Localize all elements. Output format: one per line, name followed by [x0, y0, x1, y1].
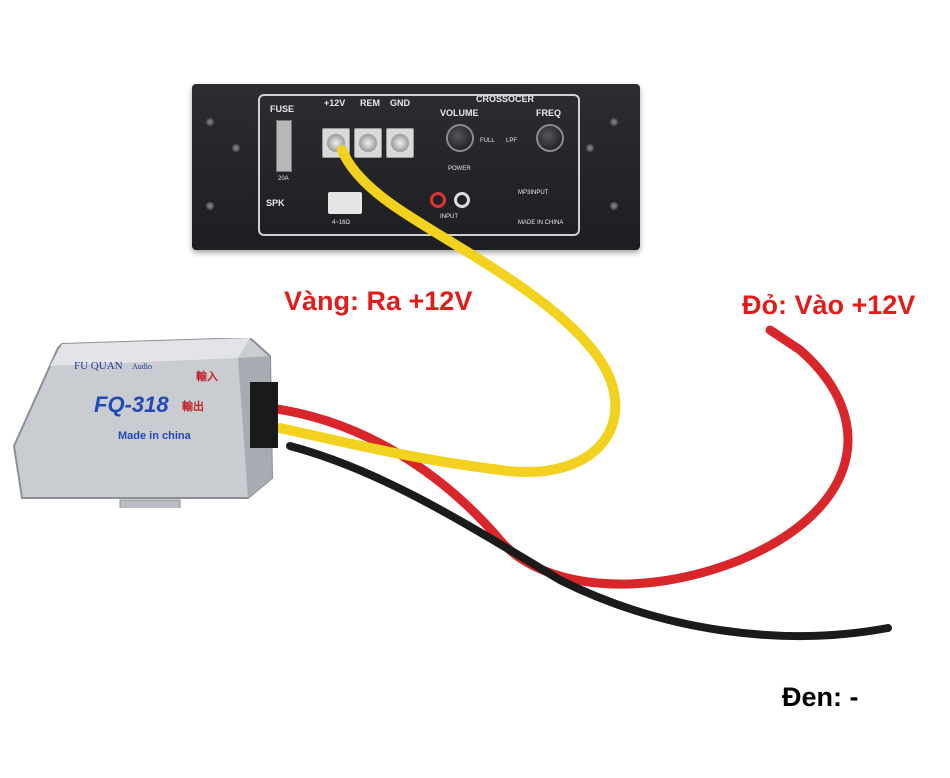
volume-knob [446, 124, 474, 152]
red-wire [265, 325, 853, 589]
input-cn-label: 輸入 [196, 370, 218, 383]
made-in-china-label: MADE IN CHINA [518, 220, 564, 226]
full-label: FULL [480, 138, 495, 144]
fuse-holder [276, 120, 292, 172]
fuse-label: FUSE [270, 104, 295, 114]
terminal-gnd-label: GND [390, 98, 410, 108]
rca-red-jack [430, 192, 446, 208]
yellow-wire [275, 145, 621, 477]
screw-icon [206, 202, 214, 210]
lpf-label: LPF [506, 138, 518, 144]
terminal-rem-label: REM [360, 98, 380, 108]
volume-label: VOLUME [440, 108, 479, 118]
black-wire-label: Đen: - [782, 682, 859, 712]
crossover-label: CROSSOCER [476, 94, 535, 104]
screw-icon [586, 144, 594, 152]
red-wire-label: Đỏ: Vào +12V [742, 290, 916, 320]
ohms-label: 4~16Ω [332, 220, 350, 226]
model-number: FQ-318 [94, 392, 169, 417]
mp3-input-label: MP3INPUT [518, 190, 549, 196]
output-cn-label: 輸出 [182, 400, 204, 413]
converter-box-body [12, 338, 278, 508]
terminal-gnd [386, 128, 414, 158]
terminal-12v-label: +12V [324, 98, 346, 108]
terminal-rem [354, 128, 382, 158]
screw-icon [232, 144, 240, 152]
yellow-wire-label: Vàng: Ra +12V [284, 286, 473, 316]
screw-icon [610, 202, 618, 210]
black-wire [286, 442, 892, 641]
screw-icon [610, 118, 618, 126]
fuse-rating: 20A [278, 176, 289, 182]
spk-label: SPK [266, 198, 285, 208]
rca-white-jack [454, 192, 470, 208]
converter-box: FU QUAN Audio 輸入 FQ-318 輸出 Made in china [10, 338, 278, 508]
power-label: POWER [448, 166, 471, 172]
brand-name: FU QUAN [74, 360, 123, 372]
made-in-china-text: Made in china [118, 430, 191, 442]
screw-icon [206, 118, 214, 126]
freq-label: FREQ [536, 108, 562, 118]
brand-suffix: Audio [132, 362, 152, 371]
speaker-connector [328, 192, 362, 214]
freq-knob [536, 124, 564, 152]
input-label: INPUT [440, 214, 458, 220]
